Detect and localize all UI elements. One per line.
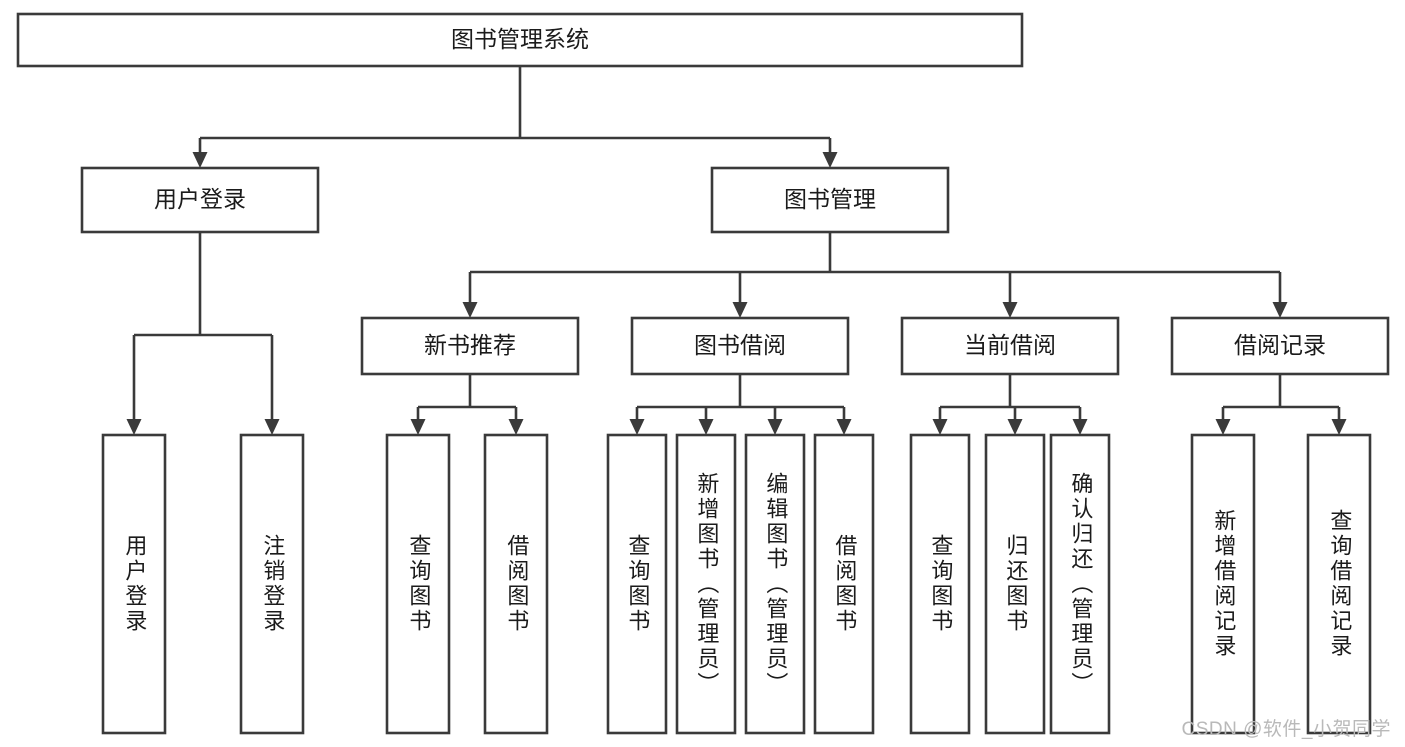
leaf-box-leaf-query-borrow-record[interactable] <box>1306 433 1372 735</box>
node-box-root[interactable] <box>16 12 1024 68</box>
leaf-box-leaf-query-book-1[interactable] <box>385 433 451 735</box>
arrow-head-icon-leaf-add-book-admin <box>698 419 714 435</box>
arrow-head-icon-leaf-query-borrow-record <box>1331 419 1347 435</box>
node-label-new-book-recommend: 新书推荐 <box>424 332 516 358</box>
node-box-current-borrow[interactable] <box>900 316 1120 376</box>
arrow-head-icon-new-book-recommend <box>462 302 478 318</box>
node-label-book-borrow: 图书借阅 <box>694 332 786 358</box>
arrow-head-icon-current-borrow <box>1002 302 1018 318</box>
arrow-head-icon-leaf-query-book-2 <box>629 419 645 435</box>
arrow-head-icon-leaf-edit-book-admin <box>767 419 783 435</box>
leaf-box-leaf-user-login[interactable] <box>101 433 167 735</box>
node-box-book-manage[interactable] <box>710 166 950 234</box>
box-layer <box>16 12 1390 735</box>
arrow-head-icon-leaf-query-book-1 <box>410 419 426 435</box>
arrow-head-icon-book-borrow <box>732 302 748 318</box>
node-label-borrow-record: 借阅记录 <box>1234 332 1326 358</box>
arrow-head-icon-leaf-logout-login <box>264 419 280 435</box>
node-label-current-borrow: 当前借阅 <box>964 332 1056 358</box>
node-box-user-login[interactable] <box>80 166 320 234</box>
leaf-box-leaf-edit-book-admin[interactable] <box>744 433 806 735</box>
arrow-head-icon-book-manage <box>822 152 838 168</box>
arrow-head-icon-leaf-user-login <box>126 419 142 435</box>
leaf-box-leaf-logout-login[interactable] <box>239 433 305 735</box>
leaf-box-leaf-borrow-book-1[interactable] <box>483 433 549 735</box>
leaf-box-leaf-borrow-book-2[interactable] <box>813 433 875 735</box>
arrow-head-icon-leaf-borrow-book-1 <box>508 419 524 435</box>
node-box-new-book-recommend[interactable] <box>360 316 580 376</box>
node-label-user-login: 用户登录 <box>154 186 246 212</box>
node-box-borrow-record[interactable] <box>1170 316 1390 376</box>
arrow-head-icon-user-login <box>192 152 208 168</box>
connector-layer <box>126 66 1347 435</box>
node-label-root: 图书管理系统 <box>451 26 589 52</box>
leaf-box-leaf-confirm-return-admin[interactable] <box>1049 433 1111 735</box>
node-label-book-manage: 图书管理 <box>784 186 876 212</box>
arrow-head-icon-leaf-borrow-book-2 <box>836 419 852 435</box>
leaf-box-leaf-add-book-admin[interactable] <box>675 433 737 735</box>
leaf-box-leaf-query-book-3[interactable] <box>909 433 971 735</box>
csdn-watermark: CSDN @软件_小贺同学 <box>1181 719 1391 740</box>
node-box-book-borrow[interactable] <box>630 316 850 376</box>
arrow-head-icon-leaf-return-book <box>1007 419 1023 435</box>
arrow-head-icon-leaf-add-borrow-record <box>1215 419 1231 435</box>
leaf-box-leaf-add-borrow-record[interactable] <box>1190 433 1256 735</box>
arrow-head-icon-leaf-confirm-return-admin <box>1072 419 1088 435</box>
leaf-box-leaf-query-book-2[interactable] <box>606 433 668 735</box>
leaf-box-leaf-return-book[interactable] <box>984 433 1046 735</box>
arrow-head-icon-leaf-query-book-3 <box>932 419 948 435</box>
arrow-head-icon-borrow-record <box>1272 302 1288 318</box>
